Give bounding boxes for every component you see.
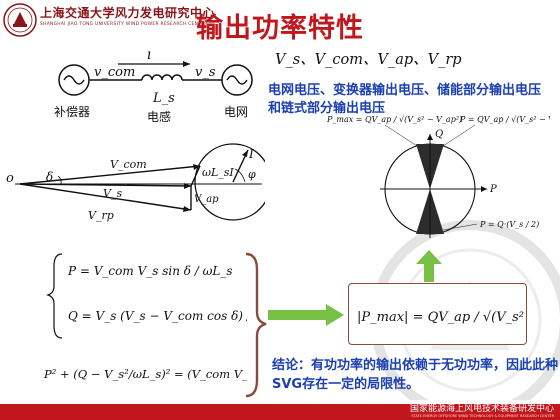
pmax-formula: |P_max| = QV_ap / √(V_s² − V_ap²) (357, 310, 560, 325)
v-com-vector (19, 165, 201, 185)
left-boundary-formula: P_max = QV_ap / √(V_s² − V_ap²) (326, 115, 462, 124)
v-s-phasor-label: V_s (103, 187, 122, 200)
footer-text: 国家能源海上风电技术装备研发中心 (409, 404, 554, 414)
phi-label: φ (248, 168, 256, 181)
pq-operating-region: P Q P_max = QV_ap / √(V_s² − V_ap²) P = … (326, 115, 550, 238)
power-equations: P = V_com V_s sin δ / ωL_s Q = V_s (V_s … (43, 253, 247, 381)
omega-li-label: ωL_sI (202, 166, 234, 179)
header-brand: 上海交通大学风力发电研究中心 (40, 6, 216, 20)
current-label: i (147, 50, 151, 63)
right-brace (245, 252, 267, 398)
v-com-phasor-label: V_com (110, 158, 147, 171)
footer-subtitle: STATE ENERGY OFFSHORE WIND TECHNOLOGY & … (411, 414, 554, 418)
slide-title: 输出功率特性 (196, 13, 364, 44)
v-s-label: v_s (195, 65, 216, 80)
circuit-diagram: i v_com v_s L_s 补偿器 电感 电网 (54, 50, 253, 124)
pmax-formula-text: |P_max| = QV_ap / √(V_s² − V_ap²) (357, 310, 526, 325)
current-phasor-label: I (248, 147, 254, 161)
grid-label: 电网 (224, 105, 248, 119)
v-rp-vector (19, 183, 192, 211)
v-com-label: v_com (94, 65, 135, 80)
conclusion-text: 结论：有功功率的输出依赖于无功功率，因此此种SVG存在一定的局限性。 (272, 358, 559, 392)
variables-line: V_s、V_com、V_ap、V_rp (275, 52, 462, 68)
equation-left-brace (46, 253, 63, 339)
grid-source-symbol (221, 64, 253, 96)
left-source-symbol (58, 64, 90, 96)
v-rp-phasor-label: V_rp (88, 209, 114, 222)
v-s-vector (19, 183, 192, 187)
phasor-diagram: o δ V_com V_s V_rp V_ap ωL_sI I φ (6, 143, 265, 222)
rightward-arrow (268, 304, 344, 326)
voltage-circle (194, 143, 265, 221)
upward-arrow (416, 250, 442, 282)
inductor-name-label: 电感 (147, 109, 171, 124)
inductor-symbol (141, 74, 183, 81)
q-axis-label: Q (435, 129, 443, 140)
pmax-formula-box: |P_max| = QV_ap / √(V_s² − V_ap²) (348, 283, 560, 345)
right-boundary-formula: P = QV_ap / √(V_s² − V_ap²) (459, 115, 550, 124)
q-equation: Q = V_s (V_s − V_com cos δ) / ωL_s (68, 309, 247, 323)
inductor-label: L_s (152, 91, 175, 106)
footer-bar (0, 404, 560, 420)
compensator-label: 补偿器 (54, 104, 90, 119)
p-axis-label: P (489, 184, 497, 195)
p-equation: P = V_com V_s sin δ / ωL_s (67, 264, 233, 278)
header-brand-subtitle: SHANGHAI JIAO TONG UNIVERSITY WIND POWER… (40, 22, 208, 27)
university-logo (3, 3, 37, 37)
variables-description: 电网电压、变换器输出电压、储能部分输出电压和链式部分输出电压 (268, 83, 542, 116)
delta-label: δ (46, 170, 53, 184)
origin-label: o (6, 171, 14, 186)
bottom-boundary-formula: P = Q·(V_s / 2) (479, 220, 539, 229)
v-ap-phasor-label: V_ap (194, 194, 219, 205)
circle-equation: P² + (Q − V_s²/ωL_s)² = (V_com V_s / ωL_… (43, 367, 247, 381)
